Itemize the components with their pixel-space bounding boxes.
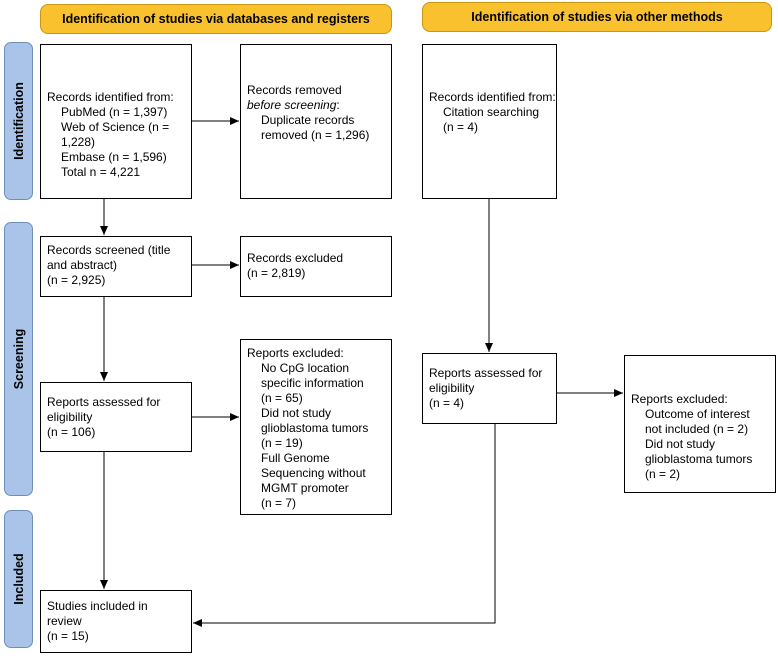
wos-count-line2: 1,228) [61, 135, 96, 149]
assessed-other-line2: eligibility [429, 381, 475, 395]
phase-included: Included [4, 510, 33, 648]
duplicates-line1: Duplicate records [261, 113, 355, 127]
other-methods-header: Identification of studies via other meth… [422, 2, 772, 32]
pubmed-count: PubMed (n = 1,397) [61, 105, 168, 119]
no-cpg-line1: No CpG location [261, 361, 350, 375]
removed-colon: : [336, 98, 340, 112]
total-count: Total n = 4,221 [61, 165, 141, 179]
removed-line1: Records removed [247, 83, 342, 97]
reports-excluded-other-box: Reports excluded: Outcome of interest no… [624, 355, 776, 493]
not-gbm-line1: Did not study [261, 406, 332, 420]
wgs-line3: MGMT promoter [261, 481, 349, 495]
records-identified-databases-box: Records identified from: PubMed (n = 1,3… [40, 44, 192, 199]
studies-included-box: Studies included in review (n = 15) [40, 590, 192, 653]
included-count: (n = 15) [47, 629, 89, 643]
assessed-db-line2: eligibility [47, 410, 93, 424]
removed-line2: before screening: [247, 98, 385, 113]
other-not-gbm-count: (n = 2) [645, 467, 681, 481]
screened-count: (n = 2,925) [47, 273, 106, 287]
included-line1: Studies included in [47, 599, 148, 613]
screened-line1: Records screened (title [47, 243, 171, 257]
no-cpg-line2: specific information [261, 376, 364, 390]
records-screened-box: Records screened (title and abstract) (n… [40, 236, 192, 297]
wgs-count: (n = 7) [261, 496, 297, 510]
databases-header: Identification of studies via databases … [40, 4, 392, 34]
assessed-db-count: (n = 106) [47, 425, 96, 439]
screened-line2: and abstract) [47, 258, 118, 272]
phase-identification: Identification [4, 42, 33, 200]
embase-count: Embase (n = 1,596) [61, 150, 167, 164]
other-identified-title: Records identified from: [429, 90, 556, 104]
not-gbm-line2: glioblastoma tumors [261, 421, 369, 435]
wgs-line2: Sequencing without [261, 466, 366, 480]
assessed-other-line1: Reports assessed for [429, 366, 543, 380]
identified-title: Records identified from: [47, 90, 174, 104]
assessed-db-line1: Reports assessed for [47, 395, 161, 409]
reports-excluded-databases-box: Reports excluded: No CpG location specif… [240, 339, 392, 515]
arrow-other-assessed-to-included [193, 424, 496, 627]
not-gbm-count: (n = 19) [261, 436, 303, 450]
records-excluded-box: Records excluded (n = 2,819) [240, 236, 392, 297]
records-removed-box: Records removed before screening: Duplic… [240, 44, 392, 199]
other-not-gbm-line2: glioblastoma tumors [645, 452, 753, 466]
records-identified-other-box: Records identified from: Citation search… [422, 44, 557, 199]
reports-assessed-databases-box: Reports assessed for eligibility (n = 10… [40, 382, 192, 452]
reports-excluded-db-title: Reports excluded: [247, 346, 344, 360]
other-not-gbm-line1: Did not study [645, 437, 716, 451]
duplicates-line2: removed (n = 1,296) [261, 128, 370, 142]
outcome-line2: not included (n = 2) [645, 422, 749, 436]
phase-screening: Screening [4, 222, 33, 496]
wgs-line1: Full Genome [261, 451, 330, 465]
citation-searching: Citation searching [443, 105, 540, 119]
assessed-other-count: (n = 4) [429, 396, 465, 410]
records-excluded-title: Records excluded [247, 251, 344, 265]
no-cpg-count: (n = 65) [261, 391, 303, 405]
wos-count-line1: Web of Science (n = [61, 120, 170, 134]
citation-count: (n = 4) [443, 120, 479, 134]
outcome-line1: Outcome of interest [645, 407, 750, 421]
before-screening-text: before screening [247, 98, 337, 112]
reports-excluded-other-title: Reports excluded: [631, 392, 728, 406]
reports-assessed-other-box: Reports assessed for eligibility (n = 4) [422, 353, 557, 424]
included-line2: review [47, 614, 82, 628]
records-excluded-count: (n = 2,819) [247, 266, 306, 280]
